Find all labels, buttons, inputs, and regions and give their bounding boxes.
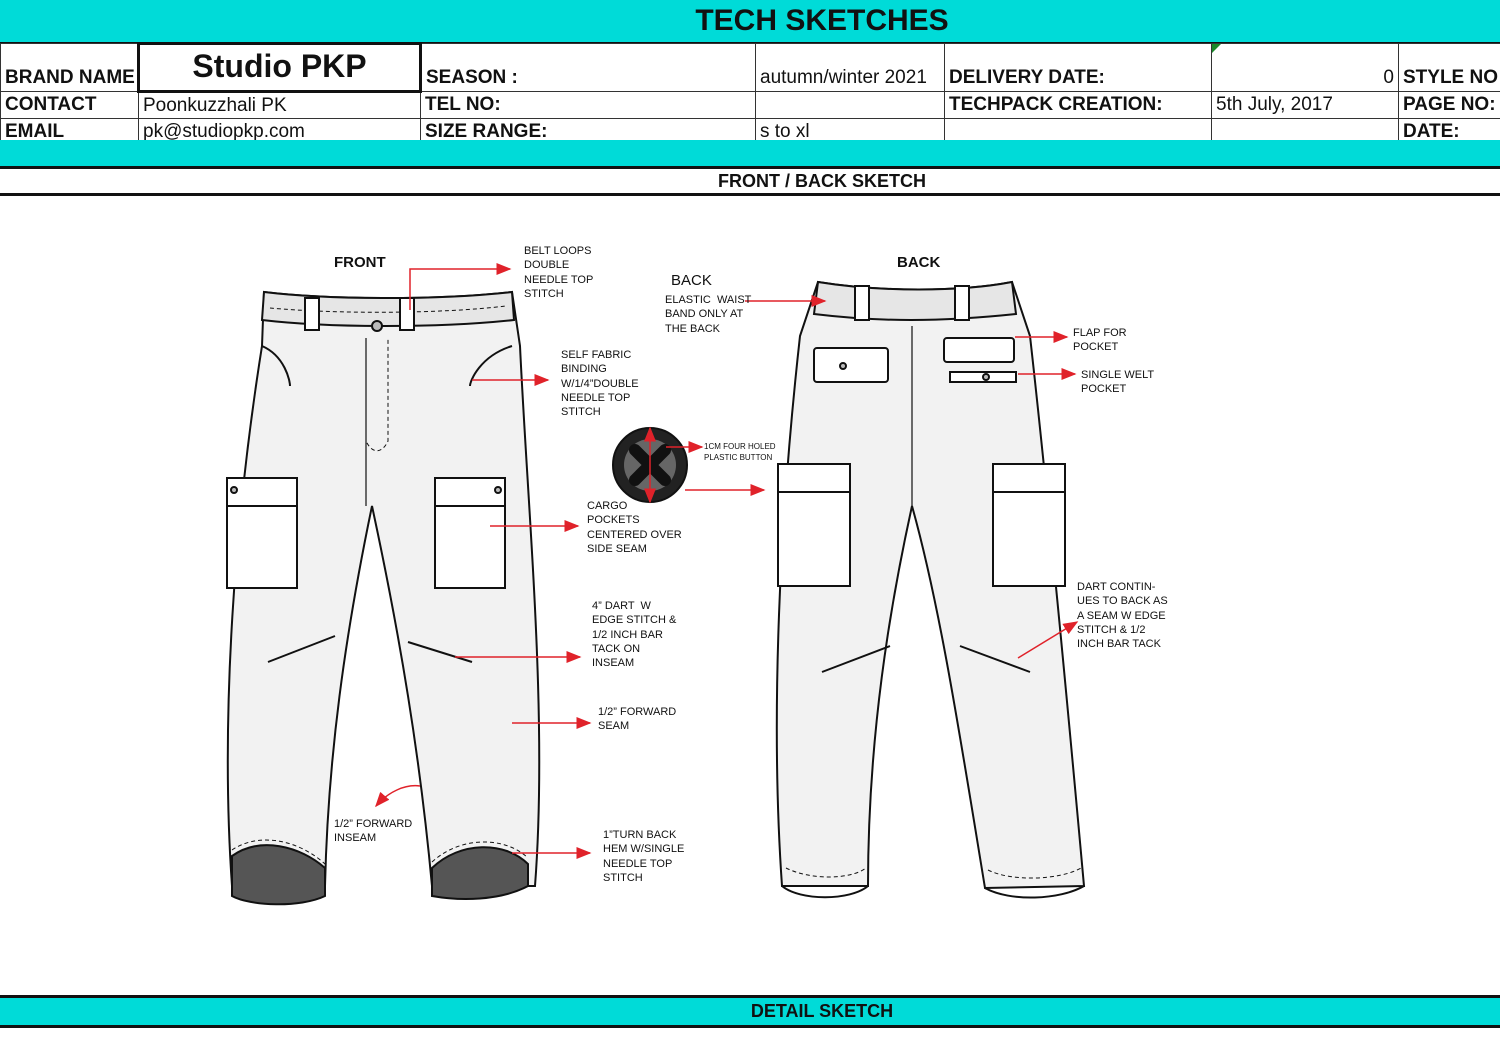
cell-comment-marker (1212, 44, 1221, 53)
pants-flat-sketch (226, 263, 1086, 906)
label-self-fabric-binding: SELF FABRIC BINDING W/1/4”DOUBLE NEEDLE … (561, 349, 639, 419)
tel-value[interactable] (755, 91, 945, 119)
delivery-label: DELIVERY DATE: (944, 43, 1212, 92)
brand-label: BRAND NAME (0, 43, 139, 92)
season-label: SEASON : (420, 43, 756, 92)
label-cargo-pockets: CARGO POCKETS CENTERED OVER SIDE SEAM (587, 500, 682, 555)
label-turn-back-hem: 1”TURN BACK HEM W/SINGLE NEEDLE TOP STIT… (603, 829, 685, 884)
label-dart-back: DART CONTIN- UES TO BACK AS A SEAM W EDG… (1077, 581, 1168, 651)
delivery-value: 0 (1383, 67, 1394, 88)
techpack-value[interactable]: 5th July, 2017 (1211, 91, 1399, 119)
button-detail (612, 427, 688, 503)
contact-label: CONTACT (0, 91, 139, 119)
label-flap-pocket: FLAP FOR POCKET (1073, 327, 1127, 354)
spacer-band (0, 140, 1500, 169)
season-value[interactable]: autumn/winter 2021 (755, 43, 945, 92)
label-single-welt: SINGLE WELT POCKET (1081, 369, 1155, 396)
back-subheading: BACK (671, 272, 712, 289)
label-forward-seam: 1/2” FORWARD SEAM (598, 706, 677, 733)
page-title-band: TECH SKETCHES (0, 0, 1500, 44)
brand-value[interactable]: Studio PKP (137, 42, 422, 93)
back-heading: BACK (897, 254, 941, 271)
contact-value[interactable]: Poonkuzzhali PK (138, 91, 421, 119)
label-elastic-waist: ELASTIC WAIST BAND ONLY AT THE BACK (665, 294, 752, 335)
label-button: 1CM FOUR HOLED PLASTIC BUTTON (704, 442, 776, 462)
delivery-value-cell[interactable]: 0 (1211, 43, 1399, 92)
tel-label: TEL NO: (420, 91, 756, 119)
front-back-section-title: FRONT / BACK SKETCH (718, 171, 926, 191)
front-pants-drawing (226, 290, 541, 906)
page-title: TECH SKETCHES (695, 4, 949, 37)
label-dart: 4” DART W EDGE STITCH & 1/2 INCH BAR TAC… (592, 600, 677, 670)
back-pants-drawing (775, 280, 1086, 899)
sketch-area: FRONT BACK BACK BELT LOOPS DOUBLE NEEDLE… (0, 196, 1500, 992)
style-no-label: STYLE NO (1398, 43, 1500, 92)
page-no-label: PAGE NO: (1398, 91, 1500, 119)
label-belt-loops: BELT LOOPS DOUBLE NEEDLE TOP STITCH (524, 245, 594, 300)
detail-sketch-title: DETAIL SKETCH (750, 1001, 894, 1021)
techpack-label: TECHPACK CREATION: (944, 91, 1212, 119)
label-forward-inseam: 1/2” FORWARD INSEAM (334, 818, 413, 845)
front-heading: FRONT (334, 254, 386, 271)
header-table: BRAND NAME Studio PKP SEASON : autumn/wi… (0, 42, 1500, 145)
detail-sketch-band: DETAIL SKETCH (0, 995, 1500, 1028)
callout-arrows (375, 263, 1079, 859)
front-back-section-header: FRONT / BACK SKETCH (0, 169, 1500, 196)
